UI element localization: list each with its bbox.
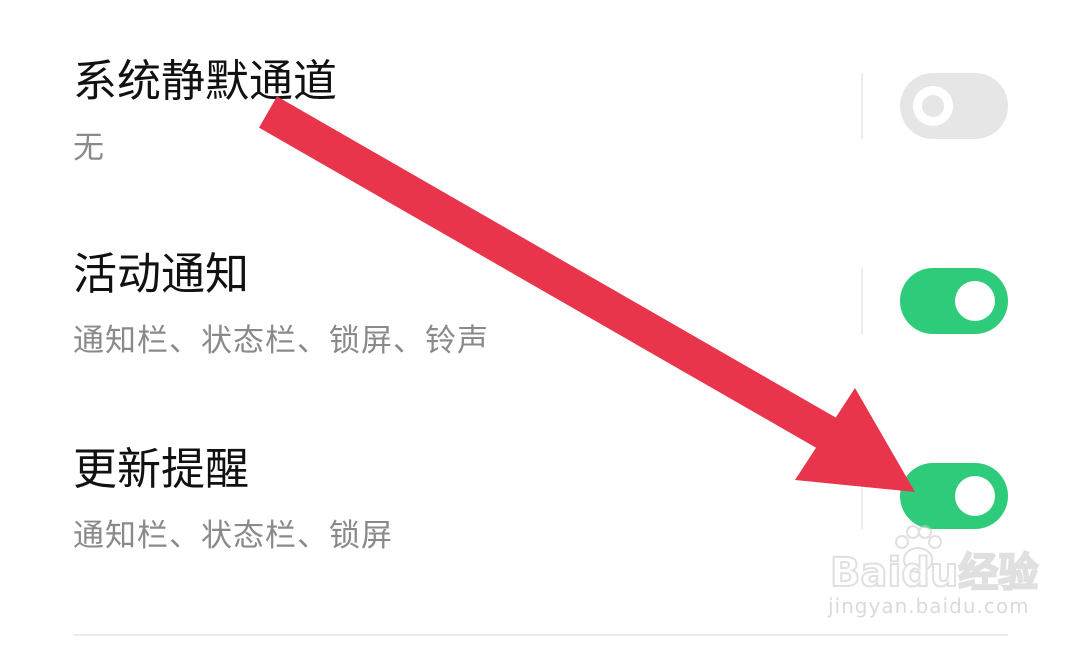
toggle-knob [913, 86, 953, 126]
paw-icon [895, 525, 942, 573]
toggle-knob [955, 476, 995, 516]
setting-row-update-reminder[interactable]: 更新提醒 通知栏、状态栏、锁屏 [0, 428, 1080, 588]
bottom-divider [73, 634, 1008, 636]
setting-subtitle: 通知栏、状态栏、锁屏 [73, 518, 393, 554]
setting-row-activity-notification[interactable]: 活动通知 通知栏、状态栏、锁屏、铃声 [0, 233, 1080, 393]
setting-subtitle: 通知栏、状态栏、锁屏、铃声 [73, 323, 489, 359]
watermark-url: jingyan.baidu.com [828, 594, 1030, 618]
setting-title: 更新提醒 [73, 444, 249, 495]
update-reminder-toggle[interactable] [900, 463, 1008, 529]
setting-title: 系统静默通道 [73, 56, 337, 107]
baidu-jingyan-watermark: Baidu经验 jingyan.baidu.com [800, 520, 1040, 630]
row-divider [861, 463, 863, 529]
setting-row-system-silent-channel[interactable]: 系统静默通道 无 [0, 40, 1080, 200]
setting-title: 活动通知 [73, 249, 249, 300]
system-silent-channel-toggle[interactable] [900, 73, 1008, 139]
row-divider [861, 268, 863, 334]
row-divider [861, 73, 863, 139]
activity-notification-toggle[interactable] [900, 268, 1008, 334]
watermark-logo: Baidu经验 [829, 549, 1039, 597]
toggle-knob [955, 281, 995, 321]
setting-subtitle: 无 [73, 130, 105, 166]
